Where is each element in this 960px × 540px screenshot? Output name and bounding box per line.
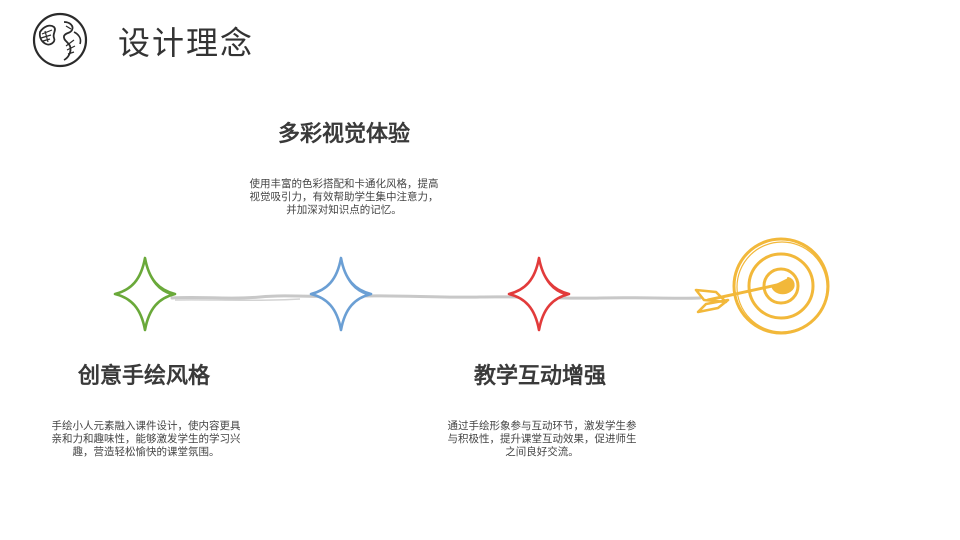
sparkle-star-icon: [507, 256, 571, 332]
target-arrow-icon: [694, 237, 830, 335]
item-text-creative-style: 手绘小人元素融入课件设计，使内容更具亲和力和趣味性，能够激发学生的学习兴趣，营造…: [51, 420, 241, 458]
sparkle-star-icon: [309, 256, 373, 332]
item-heading-colorful-visual: 多彩视觉体验: [277, 122, 410, 147]
item-heading-interaction: 教学互动增强: [473, 364, 606, 389]
sparkle-star-icon: [113, 256, 177, 332]
globe-icon: [32, 12, 88, 68]
timeline-line: [170, 294, 702, 300]
item-text-interaction: 通过手绘形象参与互动环节，激发学生参与积极性，提升课堂互动效果，促进师生之间良好…: [447, 420, 637, 458]
item-text-colorful-visual: 使用丰富的色彩搭配和卡通化风格，提高视觉吸引力，有效帮助学生集中注意力，并加深对…: [249, 178, 439, 216]
page-title: 设计理念: [118, 24, 255, 62]
item-heading-creative-style: 创意手绘风格: [77, 364, 210, 389]
